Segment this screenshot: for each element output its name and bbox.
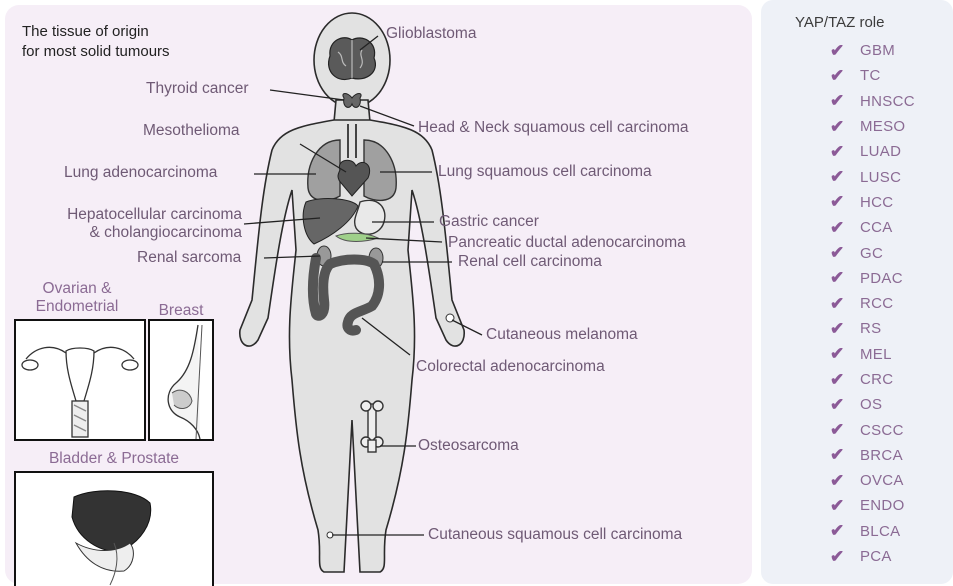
role-code: LUSC <box>860 169 901 186</box>
check-icon: ✔ <box>830 496 860 516</box>
role-code: PCA <box>860 548 892 565</box>
check-icon: ✔ <box>830 445 860 465</box>
breast-illustration <box>150 321 212 439</box>
role-code: LUAD <box>860 143 901 160</box>
role-item: ✔BLCA <box>830 519 915 544</box>
role-item: ✔MESO <box>830 114 915 139</box>
role-code: CRC <box>860 371 893 388</box>
role-item: ✔GC <box>830 240 915 265</box>
label-gastric-cancer: Gastric cancer <box>439 213 539 231</box>
check-icon: ✔ <box>830 420 860 440</box>
inset-title-bladder: Bladder & Prostate <box>14 450 214 468</box>
role-code: MEL <box>860 346 892 363</box>
label-hepatocellular-line-2: & cholangiocarcinoma <box>6 224 242 242</box>
role-item: ✔CSCC <box>830 417 915 442</box>
role-item: ✔HNSCC <box>830 89 915 114</box>
role-item: ✔TC <box>830 63 915 88</box>
inset-title-ovarian-line-1: Ovarian & <box>22 280 132 298</box>
check-icon: ✔ <box>830 243 860 263</box>
uterus-illustration <box>16 321 144 439</box>
check-icon: ✔ <box>830 66 860 86</box>
check-icon: ✔ <box>830 218 860 238</box>
label-glioblastoma: Glioblastoma <box>386 25 476 43</box>
role-item: ✔PCA <box>830 544 915 569</box>
label-lung-adenocarcinoma: Lung adenocarcinoma <box>64 164 217 182</box>
label-melanoma: Cutaneous melanoma <box>486 326 638 344</box>
check-icon: ✔ <box>830 344 860 364</box>
check-icon: ✔ <box>830 395 860 415</box>
role-item: ✔RS <box>830 316 915 341</box>
role-code: HCC <box>860 194 893 211</box>
breast-inset <box>148 319 214 441</box>
role-item: ✔MEL <box>830 342 915 367</box>
role-item: ✔PDAC <box>830 266 915 291</box>
label-head-neck: Head & Neck squamous cell carcinoma <box>418 119 689 137</box>
stomach-shape <box>355 200 385 234</box>
role-code: OVCA <box>860 472 904 489</box>
label-mesothelioma: Mesothelioma <box>143 122 240 140</box>
check-icon: ✔ <box>830 521 860 541</box>
role-item: ✔OS <box>830 392 915 417</box>
role-code: OS <box>860 396 882 413</box>
role-code: GC <box>860 245 883 262</box>
role-item: ✔LUAD <box>830 139 915 164</box>
check-icon: ✔ <box>830 142 860 162</box>
check-icon: ✔ <box>830 192 860 212</box>
label-thyroid-cancer: Thyroid cancer <box>146 80 249 98</box>
role-code: ENDO <box>860 497 905 514</box>
check-icon: ✔ <box>830 547 860 567</box>
label-renal-cell: Renal cell carcinoma <box>458 253 602 271</box>
role-item: ✔OVCA <box>830 468 915 493</box>
label-hepatocellular: Hepatocellular carcinoma & cholangiocarc… <box>6 206 242 242</box>
label-lung-squamous: Lung squamous cell carcinoma <box>438 163 652 181</box>
check-icon: ✔ <box>830 471 860 491</box>
role-code: RCC <box>860 295 893 312</box>
role-code: TC <box>860 67 881 84</box>
label-osteosarcoma: Osteosarcoma <box>418 437 519 455</box>
check-icon: ✔ <box>830 167 860 187</box>
check-icon: ✔ <box>830 370 860 390</box>
label-colorectal: Colorectal adenocarcinoma <box>416 358 605 376</box>
label-cscc: Cutaneous squamous cell carcinoma <box>428 526 682 544</box>
role-item: ✔LUSC <box>830 164 915 189</box>
role-code: PDAC <box>860 270 903 287</box>
role-item: ✔RCC <box>830 291 915 316</box>
inset-title-ovarian-line-2: Endometrial <box>22 298 132 316</box>
inset-title-ovarian: Ovarian & Endometrial <box>22 280 132 316</box>
sidebar-title: YAP/TAZ role <box>795 14 884 31</box>
label-hepatocellular-line-1: Hepatocellular carcinoma <box>6 206 242 224</box>
role-code: RS <box>860 320 881 337</box>
role-item: ✔CCA <box>830 215 915 240</box>
role-item: ✔CRC <box>830 367 915 392</box>
check-icon: ✔ <box>830 294 860 314</box>
role-code: GBM <box>860 42 895 59</box>
role-item: ✔ENDO <box>830 493 915 518</box>
role-list: ✔GBM✔TC✔HNSCC✔MESO✔LUAD✔LUSC✔HCC✔CCA✔GC✔… <box>830 38 915 569</box>
role-item: ✔GBM <box>830 38 915 63</box>
inset-title-breast: Breast <box>148 302 214 320</box>
role-code: CSCC <box>860 422 904 439</box>
role-item: ✔BRCA <box>830 443 915 468</box>
label-renal-sarcoma: Renal sarcoma <box>137 249 241 267</box>
uterus-inset <box>14 319 146 441</box>
role-code: MESO <box>860 118 905 135</box>
bladder-inset <box>14 471 214 586</box>
check-icon: ✔ <box>830 41 860 61</box>
role-code: BRCA <box>860 447 903 464</box>
label-pancreatic: Pancreatic ductal adenocarcinoma <box>448 234 686 252</box>
role-code: BLCA <box>860 523 900 540</box>
bladder-illustration <box>16 473 212 586</box>
role-item: ✔HCC <box>830 190 915 215</box>
check-icon: ✔ <box>830 117 860 137</box>
check-icon: ✔ <box>830 91 860 111</box>
role-code: HNSCC <box>860 93 915 110</box>
check-icon: ✔ <box>830 268 860 288</box>
check-icon: ✔ <box>830 319 860 339</box>
role-code: CCA <box>860 219 893 236</box>
